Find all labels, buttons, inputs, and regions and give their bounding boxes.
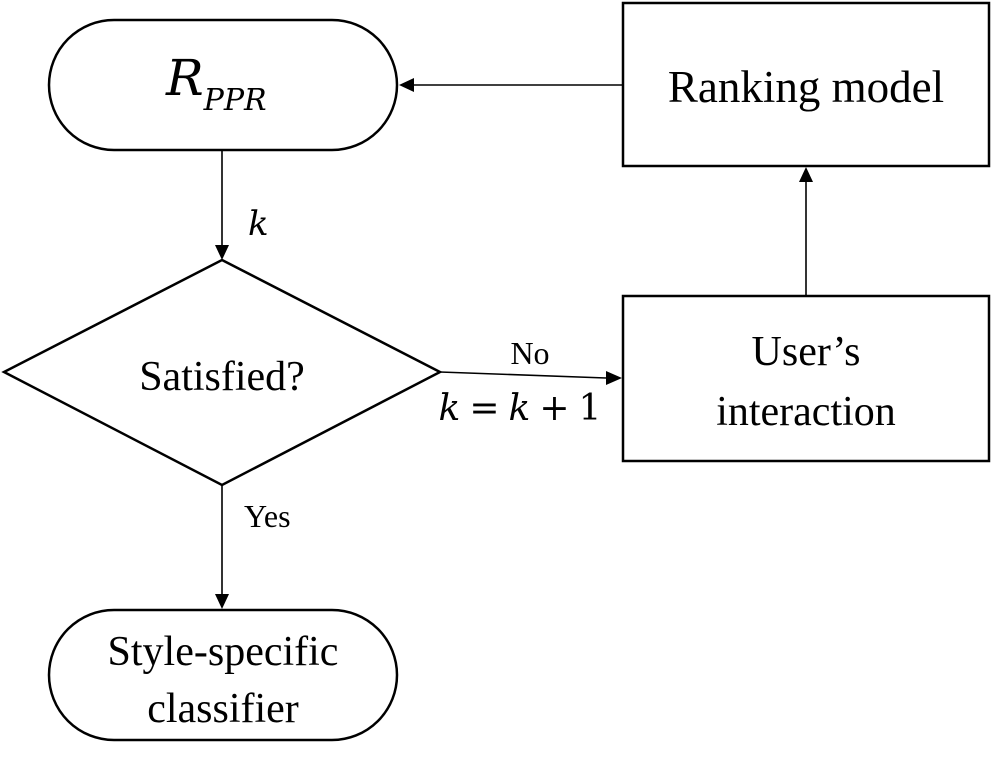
arrowhead-up-icon <box>799 167 813 182</box>
arrowhead-right-icon <box>606 371 622 385</box>
classifier-line1: Style-specific <box>108 629 339 675</box>
svg-text:RPPR: RPPR <box>165 49 267 118</box>
update-rhs-var: k <box>509 388 531 429</box>
node-r-ppr: RPPR <box>47 18 399 152</box>
classifier-line2: classifier <box>147 686 299 732</box>
user-interaction-line1: User’s <box>752 329 861 375</box>
arrowhead-left-icon <box>399 78 414 92</box>
update-one: 1 <box>579 388 602 429</box>
ranking-model-label: Ranking model <box>668 62 944 112</box>
r-ppr-symbol: R <box>165 49 204 107</box>
arrowhead-down-icon <box>215 245 229 260</box>
edge-start-to-decision <box>215 150 229 260</box>
node-satisfied-decision: Satisfied? <box>1 258 443 487</box>
arrowhead-down-icon <box>215 594 229 609</box>
edge-label-k: k <box>248 204 269 244</box>
satisfied-label: Satisfied? <box>139 354 305 400</box>
update-lhs: k <box>439 388 461 429</box>
edge-label-yes: Yes <box>244 498 291 534</box>
edge-decision-yes <box>215 485 229 609</box>
node-ranking-model: Ranking model <box>621 1 991 168</box>
update-plus: + <box>539 388 569 429</box>
edge-decision-no <box>439 371 622 385</box>
user-interaction-line2: interaction <box>716 389 896 435</box>
r-ppr-subscript: PPR <box>203 83 267 118</box>
edge-ranking-to-start <box>399 78 622 92</box>
update-equals: = <box>469 388 499 429</box>
edge-interaction-to-ranking <box>799 167 813 296</box>
edge-label-k-update: k = k + 1 <box>439 388 602 429</box>
edge-label-no: No <box>510 335 549 371</box>
node-user-interaction: User’s interaction <box>621 294 991 463</box>
node-style-specific-classifier: Style-specific classifier <box>47 608 399 742</box>
